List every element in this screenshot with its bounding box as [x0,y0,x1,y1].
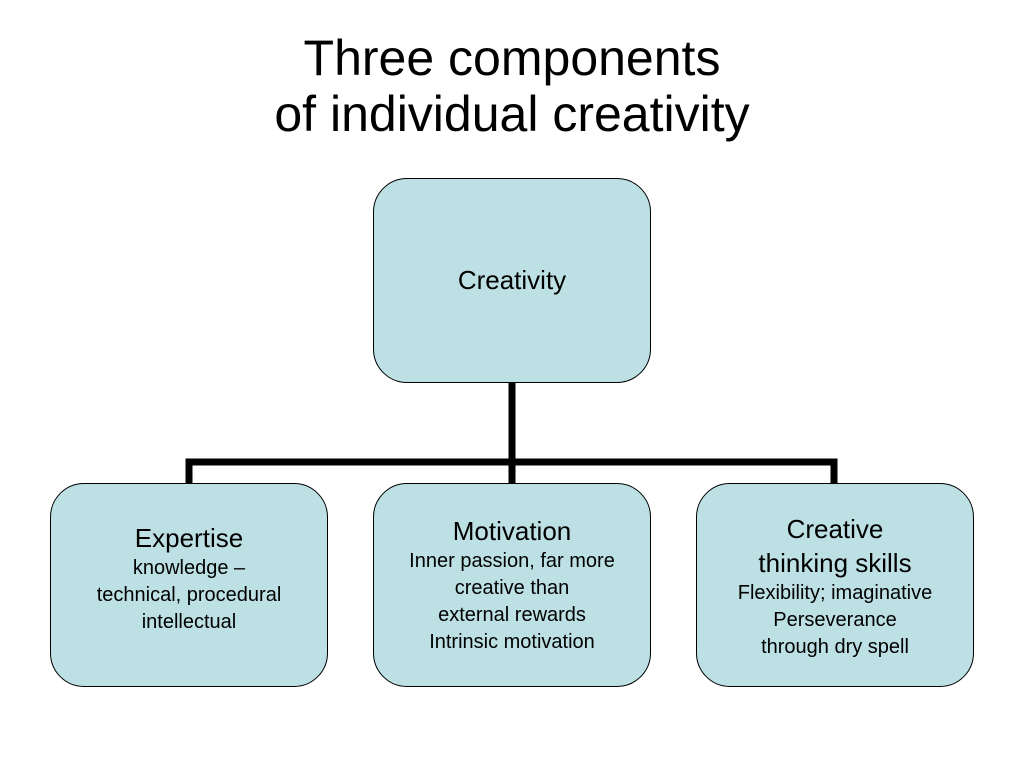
node-creativity-label: Creativity [457,265,567,295]
node-motivation-detail-3: external rewards [438,604,586,626]
node-expertise: Expertise knowledge – technical, procedu… [50,483,328,687]
node-motivation-detail-2: creative than [454,577,570,599]
node-motivation-heading: Motivation [452,516,572,546]
slide-title-line-1: Three components [303,30,721,86]
node-creativity: Creativity [373,178,651,383]
node-creative-detail-3: through dry spell [761,636,909,658]
node-motivation: Motivation Inner passion, far more creat… [373,483,651,687]
node-creative-detail-1: Flexibility; imaginative [737,582,933,604]
slide-title: Three components of individual creativit… [0,30,1024,142]
node-expertise-detail-2: technical, procedural [96,583,282,606]
node-expertise-detail-1: knowledge – [132,556,246,579]
node-motivation-detail-1: Inner passion, far more [409,550,615,572]
node-creative-thinking-skills: Creative thinking skills Flexibility; im… [696,483,974,687]
node-creative-detail-2: Perseverance [773,609,897,631]
node-creative-heading-2: thinking skills [758,548,912,578]
node-expertise-detail-3: intellectual [141,610,237,633]
node-expertise-heading: Expertise [134,522,244,553]
slide-title-line-2: of individual creativity [274,86,750,142]
node-motivation-detail-4: Intrinsic motivation [429,631,595,653]
node-creative-heading-1: Creative [786,514,884,544]
